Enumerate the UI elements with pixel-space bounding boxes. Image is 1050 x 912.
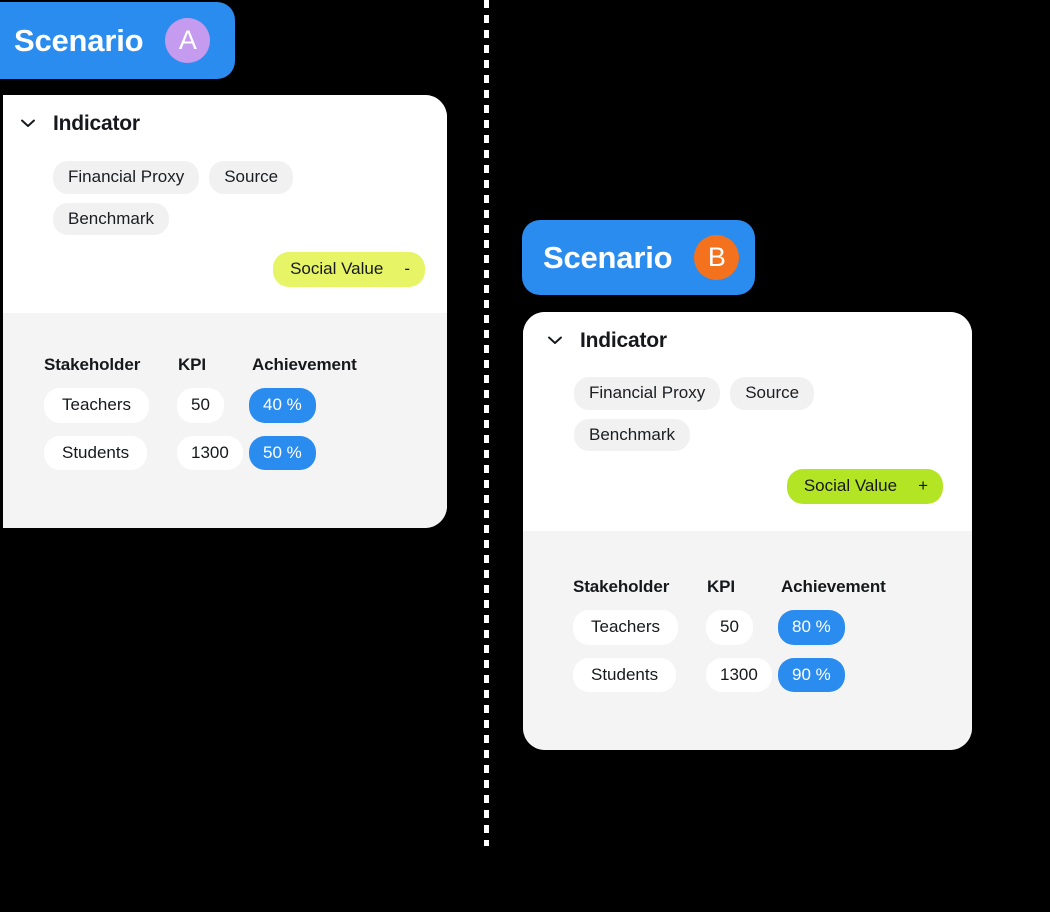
scenario-b-label: Scenario bbox=[543, 240, 673, 275]
scenario-a-indicator-title: Indicator bbox=[53, 111, 140, 135]
achievement-pill[interactable]: 40 % bbox=[249, 388, 316, 423]
kpi-pill[interactable]: 1300 bbox=[177, 435, 243, 471]
scenario-a-card-header-section: Indicator Financial Proxy Source Benchma… bbox=[3, 95, 447, 313]
scenario-a-label: Scenario bbox=[14, 23, 144, 58]
scenario-a-social-value-row: Social Value - bbox=[3, 235, 447, 287]
table-header-row: Stakeholder KPI Achievement bbox=[573, 577, 886, 597]
achievement-pill[interactable]: 80 % bbox=[778, 610, 845, 645]
achievement-pill[interactable]: 50 % bbox=[249, 435, 316, 471]
scenario-a-social-value-label: Social Value bbox=[290, 259, 384, 279]
stakeholder-pill[interactable]: Teachers bbox=[573, 610, 678, 645]
scenario-a-avatar: A bbox=[165, 18, 211, 63]
table-row: Students 1300 50 % bbox=[44, 435, 357, 471]
dashed-vertical-divider bbox=[484, 0, 489, 846]
column-header-stakeholder: Stakeholder bbox=[573, 577, 670, 596]
scenario-b-social-value-pill[interactable]: Social Value + bbox=[786, 469, 943, 504]
cell-stakeholder: Teachers bbox=[44, 388, 177, 423]
tag-chip-source[interactable]: Source bbox=[209, 161, 294, 194]
table-row: Students 1300 90 % bbox=[573, 657, 886, 693]
scenario-b-card: Indicator Financial Proxy Source Benchma… bbox=[523, 312, 972, 750]
table-row: Teachers 50 80 % bbox=[573, 610, 886, 645]
cell-achievement: 50 % bbox=[249, 435, 316, 471]
tag-chip-benchmark[interactable]: Benchmark bbox=[53, 202, 169, 236]
scenario-b-indicator-title: Indicator bbox=[580, 328, 667, 352]
kpi-pill[interactable]: 1300 bbox=[706, 657, 772, 693]
cell-achievement: 40 % bbox=[249, 388, 316, 423]
chevron-down-icon[interactable] bbox=[544, 329, 566, 351]
scenario-b-kpi-table: Stakeholder KPI Achievement Teachers 50 … bbox=[573, 577, 886, 693]
kpi-pill[interactable]: 50 bbox=[177, 388, 224, 423]
scenario-a-kpi-table: Stakeholder KPI Achievement Teachers 50 … bbox=[44, 355, 357, 471]
column-header-achievement: Achievement bbox=[781, 577, 886, 596]
scenario-a-social-value-sign: - bbox=[404, 259, 410, 279]
kpi-pill[interactable]: 50 bbox=[706, 610, 753, 645]
table-header-row: Stakeholder KPI Achievement bbox=[44, 355, 357, 375]
scenario-b-card-header-section: Indicator Financial Proxy Source Benchma… bbox=[523, 312, 972, 531]
stakeholder-pill[interactable]: Students bbox=[44, 435, 148, 471]
cell-kpi: 1300 bbox=[706, 657, 778, 693]
cell-stakeholder: Students bbox=[573, 657, 706, 693]
scenario-b-badge[interactable]: Scenario B bbox=[522, 220, 755, 295]
cell-stakeholder: Students bbox=[44, 435, 177, 471]
column-header-stakeholder: Stakeholder bbox=[44, 355, 141, 374]
cell-kpi: 50 bbox=[177, 388, 249, 423]
table-row: Teachers 50 40 % bbox=[44, 388, 357, 423]
scenario-b-social-value-row: Social Value + bbox=[523, 451, 972, 504]
scenario-b-avatar: B bbox=[694, 235, 740, 280]
scenario-b-social-value-label: Social Value bbox=[803, 476, 898, 496]
cell-kpi: 1300 bbox=[177, 435, 249, 471]
scenario-a-social-value-pill[interactable]: Social Value - bbox=[273, 252, 425, 287]
scenario-b-tag-list: Financial Proxy Source Benchmark bbox=[523, 351, 914, 452]
cell-achievement: 80 % bbox=[778, 610, 845, 645]
stakeholder-pill[interactable]: Teachers bbox=[44, 388, 149, 423]
tag-chip-financial-proxy[interactable]: Financial Proxy bbox=[53, 161, 200, 194]
column-header-kpi: KPI bbox=[178, 355, 207, 374]
cell-stakeholder: Teachers bbox=[573, 610, 706, 645]
tag-chip-financial-proxy[interactable]: Financial Proxy bbox=[574, 377, 721, 410]
stakeholder-pill[interactable]: Students bbox=[573, 657, 677, 693]
scenario-a-badge[interactable]: Scenario A bbox=[0, 2, 235, 79]
scenario-a-card-table-section: Stakeholder KPI Achievement Teachers 50 … bbox=[3, 313, 447, 528]
scenario-a-card: Indicator Financial Proxy Source Benchma… bbox=[3, 95, 447, 528]
scenario-b-social-value-sign: + bbox=[918, 476, 928, 496]
scenario-a-indicator-header[interactable]: Indicator bbox=[3, 95, 447, 134]
scenario-b-indicator-header[interactable]: Indicator bbox=[523, 312, 972, 351]
chevron-down-icon[interactable] bbox=[17, 112, 39, 134]
column-header-achievement: Achievement bbox=[252, 355, 357, 374]
tag-chip-source[interactable]: Source bbox=[730, 377, 815, 410]
tag-chip-benchmark[interactable]: Benchmark bbox=[574, 418, 690, 452]
cell-achievement: 90 % bbox=[778, 657, 845, 693]
scenario-a-tag-list: Financial Proxy Source Benchmark bbox=[3, 134, 393, 236]
column-header-kpi: KPI bbox=[707, 577, 736, 596]
scenario-b-card-table-section: Stakeholder KPI Achievement Teachers 50 … bbox=[523, 531, 972, 750]
cell-kpi: 50 bbox=[706, 610, 778, 645]
achievement-pill[interactable]: 90 % bbox=[778, 657, 845, 693]
